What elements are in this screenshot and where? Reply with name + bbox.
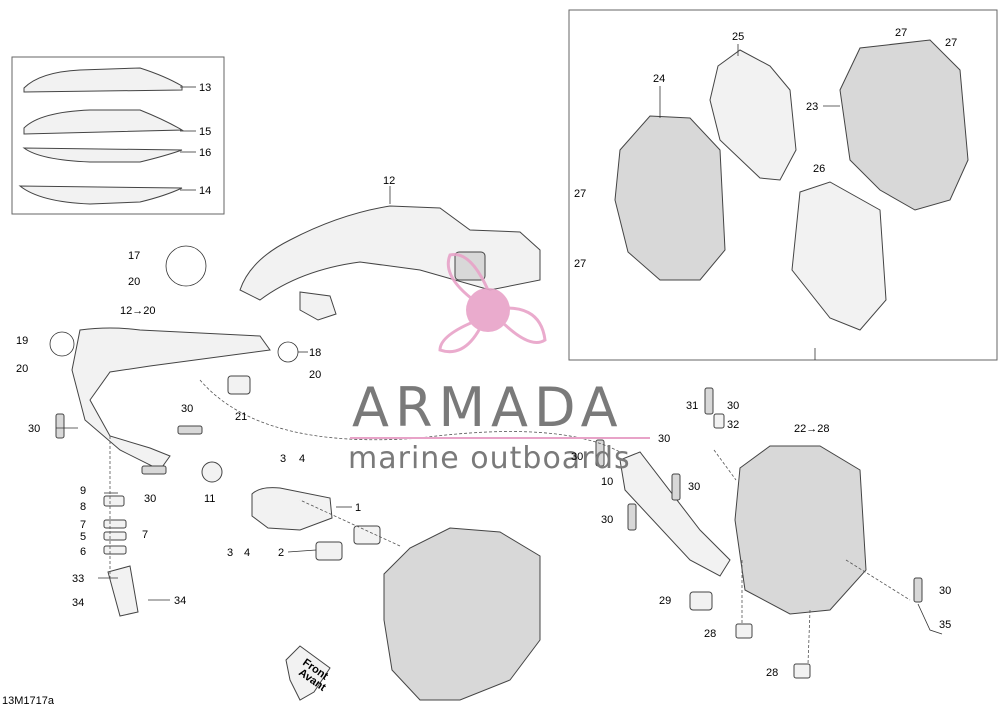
- callout-30-f: 30: [571, 451, 583, 463]
- callout-30-i: 30: [939, 585, 951, 597]
- bracket-21: [227, 375, 251, 395]
- spring-30-far-right: [913, 577, 923, 603]
- callout-34-a: 34: [72, 597, 84, 609]
- callout-26: 26: [813, 163, 825, 175]
- spring-30-right-3: [671, 473, 681, 501]
- muffler-shell-15: [23, 109, 184, 135]
- heat-shield-24: [614, 115, 726, 281]
- spring-30-upper: [177, 425, 203, 435]
- callout-12: 12: [383, 175, 395, 187]
- clamp-17: [165, 245, 207, 287]
- callout-11: 11: [204, 493, 215, 505]
- brand-logo-icon: [438, 252, 547, 353]
- spring-30-right-2: [595, 439, 605, 467]
- muffler-shell-16: [22, 147, 183, 163]
- manifold-gaskets-2: [315, 525, 381, 561]
- clamp-19: [49, 331, 75, 357]
- clamp-18: [277, 341, 299, 363]
- callout-27-b: 27: [945, 37, 957, 49]
- callout-2: 2: [278, 547, 284, 559]
- rubber-mount-28a: [735, 623, 753, 639]
- exhaust-pipe-12: [239, 205, 541, 321]
- front-direction-arrow: [285, 645, 331, 701]
- expansion-chamber-assembly: [71, 327, 271, 471]
- callout-30-e: 30: [658, 433, 670, 445]
- callout-23: 23: [806, 101, 818, 113]
- heat-shield-23: [839, 39, 969, 211]
- callout-1: 1: [355, 502, 361, 514]
- hook-35: [917, 603, 943, 635]
- callout-25: 25: [732, 31, 744, 43]
- spring-30-right-4: [627, 503, 637, 531]
- callout-21: 21: [235, 411, 247, 423]
- brand-name: ARMADA: [352, 376, 624, 439]
- heat-shield-25: [709, 49, 797, 181]
- muffler-shell-13: [23, 67, 183, 93]
- callout-20-c: 20: [309, 369, 321, 381]
- heat-shield-26: [791, 181, 887, 331]
- brand-tagline: marine outboards: [348, 441, 631, 476]
- callout-13: 13: [199, 82, 211, 94]
- heat-shield-inset-frame: [568, 9, 998, 361]
- muffler-shell-inset-frame: [11, 56, 225, 215]
- callout-5: 5: [80, 531, 86, 543]
- spring-30-lower: [141, 465, 167, 475]
- gasket-11: [201, 461, 223, 483]
- callout-35: 35: [939, 619, 951, 631]
- callout-30-h: 30: [601, 514, 613, 526]
- callout-32: 32: [727, 419, 739, 431]
- callout-27-a: 27: [895, 27, 907, 39]
- callout-30-b: 30: [181, 403, 193, 415]
- callout-17: 17: [128, 250, 140, 262]
- callout-18: 18: [309, 347, 321, 359]
- callout-31: 31: [686, 400, 698, 412]
- spring-30-right-1: [704, 387, 714, 415]
- callout-33: 33: [72, 573, 84, 585]
- diagram-code: 13M1717a: [2, 695, 55, 707]
- exhaust-manifold-1: [251, 487, 333, 531]
- muffler-assembly-22-28: [619, 445, 867, 615]
- callout-30-c: 30: [144, 493, 156, 505]
- callout-30-d: 30: [727, 400, 739, 412]
- mount-plates-5-6-7-8: [103, 495, 127, 555]
- callout-15: 15: [199, 126, 211, 138]
- spring-30-left: [55, 413, 65, 439]
- muffler-shell-14: [18, 185, 183, 205]
- callout-16: 16: [199, 147, 211, 159]
- callout-labels: 13 15 16 14 12 17 20 12→20 19 20 18 20 2…: [2, 27, 957, 707]
- callout-8: 8: [80, 501, 86, 513]
- callout-6: 6: [80, 546, 86, 558]
- callout-27-c: 27: [574, 188, 586, 200]
- callout-20-b: 20: [16, 363, 28, 375]
- rubber-mount-28b: [793, 663, 811, 679]
- callout-10: 10: [601, 476, 613, 488]
- engine-block: [383, 527, 541, 701]
- callout-7-a: 7: [80, 519, 86, 531]
- callout-29: 29: [659, 595, 671, 607]
- callout-3-b: 3: [227, 547, 233, 559]
- callout-27-d: 27: [574, 258, 586, 270]
- callout-12-to-20: 12→20: [120, 305, 155, 317]
- callout-30-g: 30: [688, 481, 700, 493]
- callout-28-b: 28: [766, 667, 778, 679]
- callout-24: 24: [653, 73, 665, 85]
- callout-22-to-28: 22→28: [794, 423, 829, 435]
- callout-20-a: 20: [128, 276, 140, 288]
- callout-19: 19: [16, 335, 28, 347]
- sensor-29: [689, 591, 713, 611]
- callout-3-a: 3: [280, 453, 286, 465]
- callout-9: 9: [80, 485, 86, 497]
- callout-4-a: 4: [299, 453, 305, 465]
- callout-14: 14: [199, 185, 211, 197]
- callout-28-a: 28: [704, 628, 716, 640]
- callout-4-b: 4: [244, 547, 250, 559]
- leader-lines: [56, 44, 840, 601]
- callout-30-a: 30: [28, 423, 40, 435]
- callout-34-b: 34: [174, 595, 186, 607]
- callout-7-b: 7: [142, 529, 148, 541]
- mount-bracket-33: [107, 565, 139, 617]
- clip-31: [713, 413, 725, 429]
